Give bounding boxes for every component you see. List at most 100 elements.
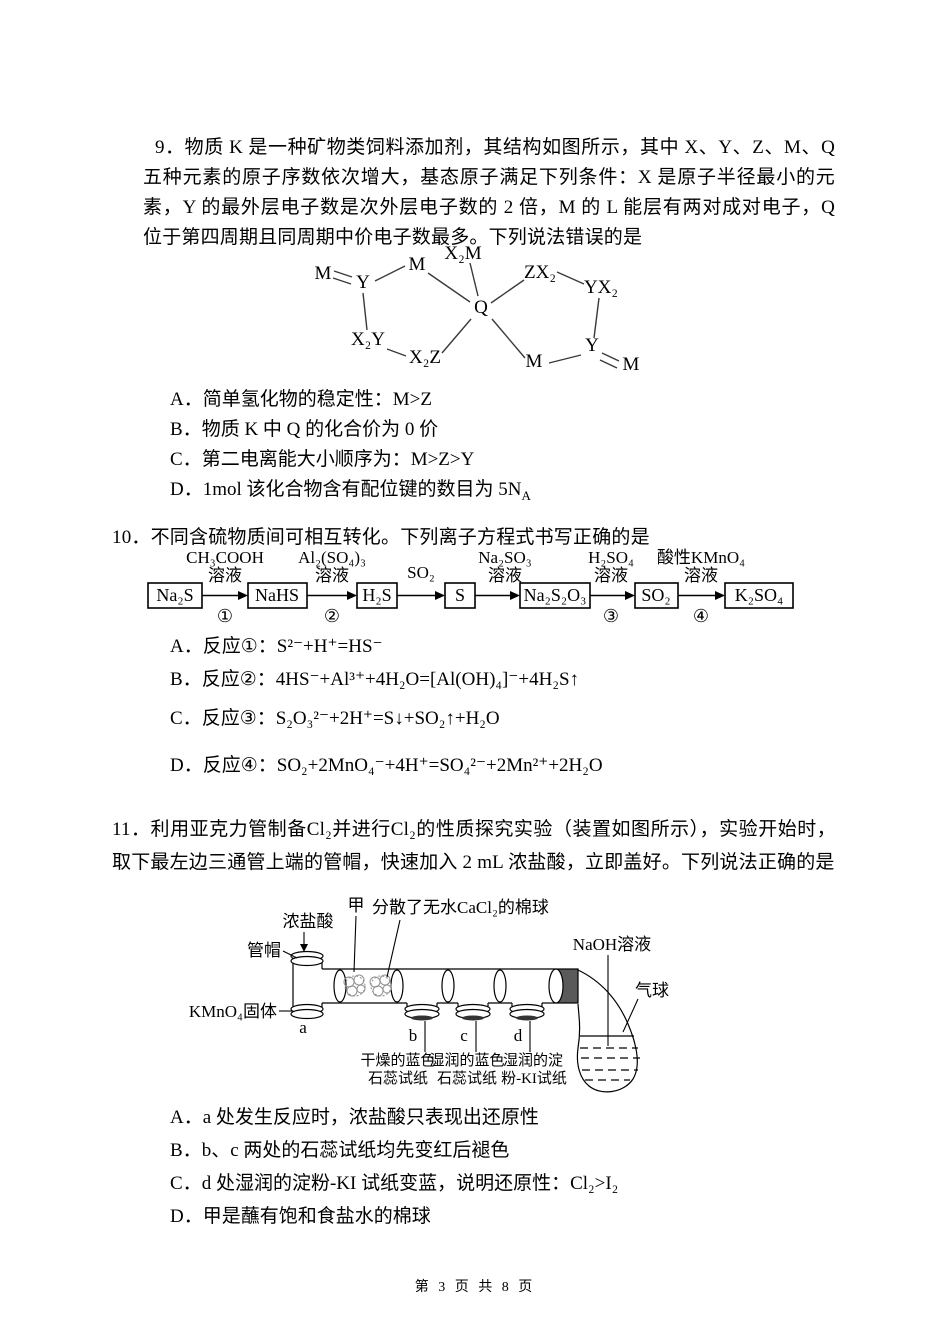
question-9-option-a: A．简单氢化物的稳定性：M>Z	[170, 385, 531, 415]
flow-step-numbers: ① ② ③ ④	[217, 606, 709, 626]
top-tube-cap	[290, 950, 324, 967]
option-text: 甲是蘸有饱和食盐水的棉球	[202, 1206, 431, 1227]
flow-box-na2s: Na₂S	[156, 585, 193, 605]
structure-diagram-k: X₂M Q M Y M X₂Y X₂Z ZX₂ YX₂ Y M M	[315, 243, 640, 375]
flow-box-k2so4: K₂SO₄	[735, 585, 784, 605]
question-11-text: 11．利用亚克力管制备Cl₂并进行Cl₂的性质探究实验（装置如图所示），实验开始…	[112, 813, 836, 879]
structure-atoms: X₂M Q M Y M X₂Y X₂Z ZX₂ YX₂ Y M M	[315, 243, 640, 375]
option-label: B．	[170, 1140, 202, 1161]
question-10-body: 不同含硫物质间可相互转化。下列离子方程式书写正确的是	[150, 527, 650, 548]
cotton-ball-cacl2	[369, 974, 392, 997]
stub-shadow	[516, 1015, 538, 1021]
reagent-solution-label: 溶液	[594, 566, 628, 585]
question-9-text: 9．物质 K 是一种矿物类饲料添加剂，其结构如图所示，其中 X、Y、Z、M、Q …	[143, 133, 835, 253]
option-label: D．	[170, 1206, 203, 1227]
option-label: A．	[170, 389, 203, 410]
sulfur-flow-diagram: Na₂S NaHS H₂S S Na₂S₂O₃ SO₂ K₂SO₄ CH₃COO…	[147, 548, 794, 626]
question-10-option-d: D．反应④：SO₂+2MnO₄⁻+4H⁺=SO₄²⁻+2Mn²⁺+2H₂O	[170, 751, 603, 781]
question-10-text: 10．不同含硫物质间可相互转化。下列离子方程式书写正确的是	[112, 523, 836, 553]
option-label: D．	[170, 755, 203, 776]
atom-x2m: X₂M	[444, 243, 481, 264]
question-9-option-b: B．物质 K 中 Q 的化合价为 0 价	[170, 415, 531, 445]
atom-x2y: X₂Y	[351, 329, 385, 350]
atom-y-right: Y	[585, 335, 599, 356]
option-text: 反应③：S₂O₃²⁻+2H⁺=S↓+SO₂↑+H₂O	[201, 708, 500, 729]
reagent-so2: SO₂	[407, 563, 435, 582]
atom-m-far-right: M	[623, 354, 640, 375]
question-9-option-c: C．第二电离能大小顺序为：M>Z>Y	[170, 445, 531, 475]
tube-divider	[493, 969, 507, 1003]
reagent-solution-label: 溶液	[684, 566, 718, 585]
option-text: 第二电离能大小顺序为：M>Z>Y	[201, 449, 475, 470]
caption-c-line2: 石蕊试纸	[437, 1070, 497, 1087]
down-arrow-icon	[300, 944, 308, 952]
question-11-option-c: C．d 处湿润的淀粉-KI 试纸变蓝，说明还原性：Cl₂>I₂	[170, 1167, 618, 1200]
label-jia: 甲	[348, 896, 365, 915]
label-cacl2-cotton: 分散了无水CaCl₂的棉球	[372, 898, 549, 917]
option-label: C．	[170, 708, 202, 729]
label-d: d	[514, 1026, 523, 1045]
question-11-option-d: D．甲是蘸有饱和食盐水的棉球	[170, 1200, 618, 1233]
question-11-body: 利用亚克力管制备Cl₂并进行Cl₂的性质探究实验（装置如图所示），实验开始时，取…	[112, 819, 836, 873]
label-pointers	[279, 915, 639, 1046]
question-10-option-c: C．反应③：S₂O₃²⁻+2H⁺=S↓+SO₂↑+H₂O	[170, 704, 603, 734]
page-footer: 第 3 页 共 8 页	[414, 1280, 536, 1295]
reagent-solution-label: 溶液	[488, 566, 522, 585]
caption-c-line1: 湿润的蓝色	[429, 1052, 504, 1069]
atom-q-center: Q	[474, 297, 488, 318]
reagent-na2so3: Na₂SO₃	[478, 548, 531, 567]
horizontal-tube	[322, 968, 556, 1004]
option-label: B．	[170, 419, 202, 440]
option-text: 反应④：SO₂+2MnO₄⁻+4H⁺=SO₄²⁻+2Mn²⁺+2H₂O	[202, 755, 603, 776]
reagent-kmno4: 酸性KMnO₄	[657, 548, 745, 567]
question-10-number: 10．	[112, 527, 151, 548]
reagent-al2so43: Al₂(SO₄)₃	[298, 548, 366, 567]
option-text-subscript: A	[521, 487, 531, 503]
atom-zx2: ZX₂	[524, 262, 556, 283]
tube-divider	[390, 969, 404, 1003]
stub-shadow	[411, 1015, 433, 1021]
label-b: b	[409, 1026, 418, 1045]
atom-m-upper-left: M	[409, 254, 426, 275]
option-text: d 处湿润的淀粉-KI 试纸变蓝，说明还原性：Cl₂>I₂	[201, 1173, 619, 1194]
three-way-tube	[290, 950, 324, 1020]
tube-divider	[441, 969, 455, 1003]
flow-box-nahs: NaHS	[255, 585, 299, 605]
option-text: 反应①：S²⁻+H⁺=HS⁻	[202, 636, 383, 657]
caption-b-line2: 石蕊试纸	[368, 1070, 428, 1087]
option-text: 物质 K 中 Q 的化合价为 0 价	[201, 419, 439, 440]
question-10-option-b: B．反应②：4HS⁻+Al³⁺+4H₂O=[Al(OH)₄]⁻+4H₂S↑	[170, 665, 603, 695]
balloon-with-naoh	[576, 969, 640, 1093]
cotton-ball-jia	[343, 974, 366, 997]
atom-x2z: X₂Z	[409, 347, 441, 368]
structure-bonds	[332, 262, 620, 369]
stub-shadow	[462, 1015, 484, 1021]
option-label: A．	[170, 1107, 203, 1128]
question-11-option-b: B．b、c 两处的石蕊试纸均先变红后褪色	[170, 1134, 618, 1167]
question-10-option-a: A．反应①：S²⁻+H⁺=HS⁻	[170, 632, 603, 662]
step-1: ①	[217, 606, 233, 626]
option-label: C．	[170, 1173, 202, 1194]
option-label: C．	[170, 449, 202, 470]
step-4: ④	[693, 606, 709, 626]
atom-yx2: YX₂	[584, 277, 618, 298]
reagent-solution-label: 溶液	[208, 566, 242, 585]
label-hcl: 浓盐酸	[283, 912, 334, 931]
caption-b-line1: 干燥的蓝色	[360, 1052, 435, 1069]
caption-d-line1: 湿润的淀	[503, 1052, 563, 1069]
flow-box-h2s: H₂S	[362, 585, 391, 605]
question-11-option-a: A．a 处发生反应时，浓盐酸只表现出还原性	[170, 1101, 618, 1134]
reagent-h2so4: H₂SO₄	[588, 548, 634, 567]
cl2-apparatus-diagram: 浓盐酸 管帽 甲 分散了无水CaCl₂的棉球 NaOH溶液 气球 KMnO₄固体…	[189, 896, 669, 1093]
option-text: 1mol 该化合物含有配位键的数目为 5N	[202, 479, 522, 500]
question-9-option-d: D．1mol 该化合物含有配位键的数目为 5NA	[170, 475, 531, 511]
caption-d-line2: 粉-KI试纸	[501, 1070, 567, 1087]
side-stub-d	[509, 1003, 545, 1052]
question-9-body: 物质 K 是一种矿物类饲料添加剂，其结构如图所示，其中 X、Y、Z、M、Q 五种…	[143, 137, 835, 248]
option-text: 简单氢化物的稳定性：M>Z	[202, 389, 432, 410]
label-a: a	[299, 1018, 307, 1037]
label-tube-cap: 管帽	[247, 941, 281, 960]
side-stub-b	[404, 1003, 440, 1052]
flow-reagents: CH₃COOH 溶液 Al₂(SO₄)₃ 溶液 SO₂ Na₂SO₃ 溶液 H₂…	[186, 548, 745, 585]
